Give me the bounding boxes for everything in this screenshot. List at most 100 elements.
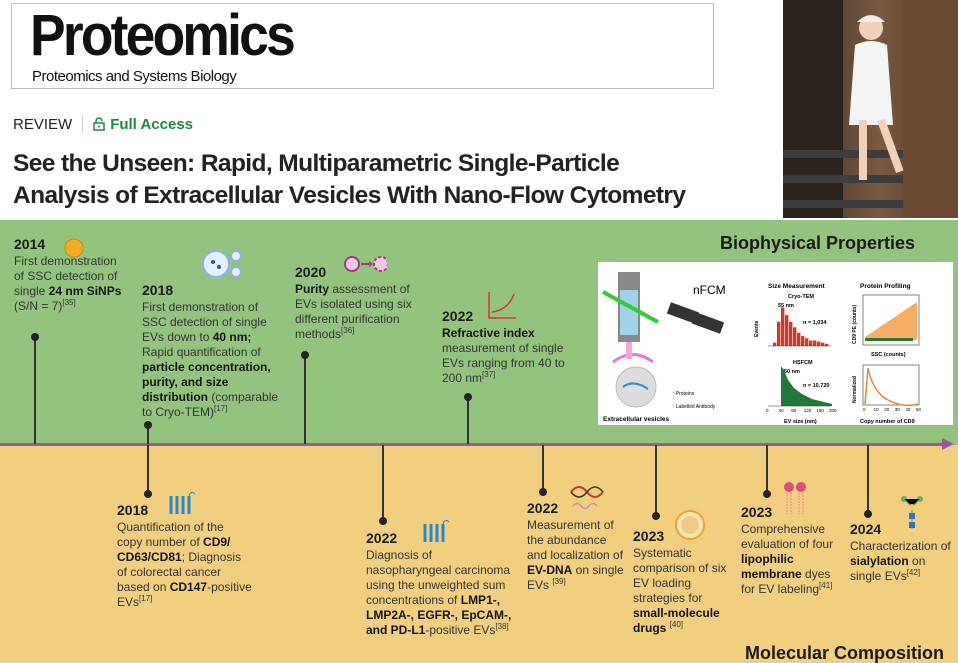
lipophilic-dye-icon bbox=[784, 482, 806, 514]
divider bbox=[82, 115, 84, 133]
ev-label: Extracellular vesicles bbox=[603, 416, 670, 423]
citation: [39] bbox=[552, 577, 566, 586]
citation: [17] bbox=[214, 404, 228, 413]
purification-icon bbox=[344, 256, 387, 272]
tick-label: 20 bbox=[884, 407, 890, 412]
hsfcm-label: HSFCM bbox=[793, 360, 813, 366]
timeline-marker bbox=[31, 333, 39, 341]
entry-text: assessment of EVs isolated using six dif… bbox=[295, 282, 412, 341]
molecular-section bbox=[0, 445, 958, 663]
arrow-head-icon bbox=[942, 438, 954, 450]
citation: [38] bbox=[495, 622, 509, 631]
histogram-bar bbox=[809, 340, 813, 346]
tick-label: 30 bbox=[895, 407, 901, 412]
entry-year: 2024 bbox=[850, 521, 882, 537]
timeline-stem bbox=[147, 425, 149, 444]
molecular-heading: Molecular Composition bbox=[745, 643, 945, 663]
journal-logo[interactable]: Proteomics Proteomics and Systems Biolog… bbox=[11, 3, 714, 89]
entry-text: particle concentration, purity, and size… bbox=[142, 360, 271, 404]
timeline-marker bbox=[539, 488, 547, 496]
entry-text: on single EVs bbox=[527, 563, 624, 592]
copy-label: Copy number of CD9 bbox=[860, 419, 915, 425]
timeline-stem bbox=[467, 397, 469, 444]
timeline-marker bbox=[464, 393, 472, 401]
citation: [42] bbox=[906, 568, 921, 577]
entry-text: LMP1-, LMP2A-, EGFR-, EpCAM-, and PD-L1 bbox=[366, 593, 512, 637]
advertisement-photo bbox=[783, 0, 958, 218]
article-title: See the Unseen: Rapid, Multiparametric S… bbox=[13, 148, 686, 212]
entry-text: ; Diagnosis of colorectal cancer based o… bbox=[117, 550, 242, 594]
timeline-stem bbox=[867, 445, 869, 514]
access-badge[interactable]: Full Access bbox=[110, 115, 194, 133]
histogram-bar bbox=[785, 315, 789, 346]
entry-year: 2018 bbox=[142, 282, 174, 298]
timeline-stem bbox=[34, 337, 36, 444]
entry-text: dyes for EV labeling bbox=[741, 567, 831, 596]
dna-icon bbox=[570, 486, 604, 510]
timeline-marker bbox=[652, 512, 660, 520]
entry-year: 2023 bbox=[741, 504, 773, 520]
cd9-label: CD9 PE (counts) bbox=[852, 304, 858, 344]
entry-text: -positive EVs bbox=[117, 580, 252, 609]
article-meta: REVIEW Full Access bbox=[13, 115, 193, 133]
ssc-label: SSC (counts) bbox=[871, 352, 906, 358]
citation: [37] bbox=[482, 370, 496, 379]
protein-title: Protein Profiling bbox=[860, 283, 911, 290]
histogram-bar bbox=[825, 343, 829, 346]
membrane-protein-icon bbox=[169, 491, 195, 514]
hsfcm-n: n = 10,720 bbox=[803, 383, 829, 389]
entry-text: sialylation bbox=[850, 554, 909, 568]
journal-subtitle: Proteomics and Systems Biology bbox=[32, 68, 237, 85]
entry-text: CD9/ CD63/CD81 bbox=[117, 535, 231, 564]
title-line-2: Analysis of Extracellular Vesicles With … bbox=[13, 182, 686, 209]
entry-text: First demonstration of SSC detection of … bbox=[142, 300, 267, 344]
vesicles-icon bbox=[202, 250, 242, 278]
antibody-legend: : Labelled Antibody bbox=[673, 404, 716, 410]
entry-text: (S/N = 7) bbox=[14, 299, 63, 313]
entry-text: small-molecule drugs bbox=[633, 606, 720, 635]
entry-text: First demonstration of SSC detection of … bbox=[14, 254, 118, 298]
histogram-bar bbox=[817, 341, 821, 346]
tick-label: 120 bbox=[804, 408, 812, 413]
histogram-bar bbox=[789, 321, 793, 346]
entry-text: -positive EVs bbox=[425, 623, 496, 637]
histogram-bar bbox=[781, 307, 785, 346]
timeline-stem bbox=[542, 445, 544, 492]
tick-label: 80 bbox=[791, 408, 797, 413]
citation: [40] bbox=[669, 620, 684, 629]
proteins-legend: : Proteins bbox=[673, 391, 695, 397]
glycan-icon bbox=[901, 496, 923, 529]
citation: [17] bbox=[139, 594, 153, 603]
entry-year: 2014 bbox=[14, 236, 46, 252]
biophysical-heading: Biophysical Properties bbox=[720, 233, 916, 253]
histogram-bar bbox=[801, 336, 805, 346]
entry-year: 2022 bbox=[366, 530, 398, 546]
histogram-bar bbox=[793, 327, 797, 346]
size-title: Size Measurement bbox=[768, 283, 826, 290]
title-line-1: See the Unseen: Rapid, Multiparametric S… bbox=[13, 150, 620, 177]
histogram-bar bbox=[813, 340, 817, 346]
tick-label: 0 bbox=[863, 407, 866, 412]
cryo-n: n = 1,034 bbox=[803, 320, 827, 326]
entry-text: measurement of single EVs ranging from 4… bbox=[442, 341, 565, 385]
curve-icon bbox=[488, 292, 516, 319]
timeline-marker bbox=[763, 490, 771, 498]
timeline-stem bbox=[304, 355, 306, 444]
timeline-stem bbox=[766, 445, 768, 494]
entry-text: Comprehensive evaluation of four bbox=[741, 522, 834, 551]
entry-text: 40 nm; bbox=[212, 330, 252, 344]
histogram-bar bbox=[773, 342, 777, 346]
entry-year: 2022 bbox=[442, 308, 474, 324]
entry-text: Rapid quantification of bbox=[142, 345, 261, 359]
entry-text: EV-DNA bbox=[527, 563, 573, 577]
entry-text: CD147 bbox=[169, 580, 208, 594]
control-scatter bbox=[865, 338, 913, 341]
timeline-marker bbox=[144, 490, 152, 498]
entry-text: (comparable to Cryo-TEM) bbox=[142, 390, 279, 419]
